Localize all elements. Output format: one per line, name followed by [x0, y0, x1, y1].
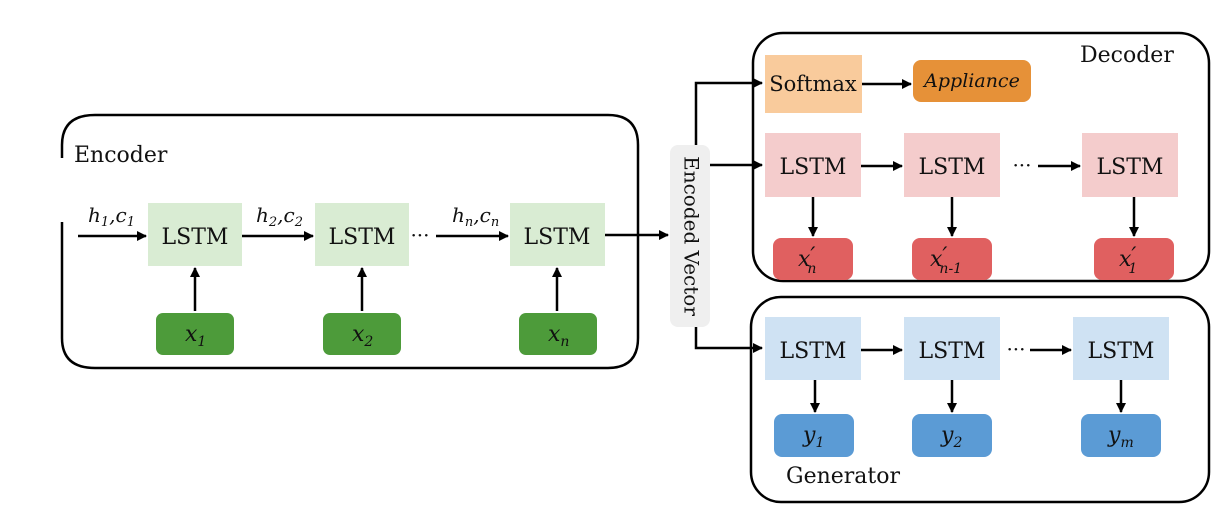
state-label-n: hn,cn	[452, 203, 499, 230]
decoder-ellipsis: ···	[1012, 153, 1031, 177]
generator-output-ym-label: ym	[1107, 423, 1134, 451]
decoder-group: Decoder Softmax Appliance LSTM LSTM LSTM…	[751, 31, 1211, 283]
encoder-container	[60, 113, 640, 370]
state-label-2: h2,c2	[256, 203, 303, 230]
input-x2-label: x2	[352, 322, 373, 350]
decoder-output-xn1	[912, 238, 992, 280]
appliance-label: Appliance	[922, 70, 1020, 92]
generator-output-y2	[912, 414, 992, 457]
encoder-lstm-3	[510, 203, 605, 266]
generator-output-y1-label: y1	[802, 423, 824, 451]
decoder-lstm-3-label: LSTM	[1097, 155, 1164, 180]
vector-to-generator-arrow	[694, 327, 763, 353]
decoder-container	[751, 31, 1211, 283]
generator-lstm-1-label: LSTM	[780, 339, 847, 364]
softmax-box	[765, 55, 862, 113]
input-x2	[323, 313, 401, 355]
decoder-lstm-2-label: LSTM	[919, 155, 986, 180]
decoder-lstm-1-label: LSTM	[780, 155, 847, 180]
encoder-title: Encoder	[74, 143, 168, 168]
generator-lstm-2	[904, 317, 1000, 380]
softmax-label: Softmax	[769, 72, 857, 96]
decoder-title: Decoder	[1080, 43, 1174, 68]
input-x1-label: x1	[185, 322, 206, 350]
input-xn-label: xn	[548, 322, 569, 350]
encoder-lstm-2	[315, 203, 409, 266]
decoder-output-x1-label: x′1	[1119, 244, 1137, 277]
vector-to-softmax-arrow	[694, 78, 763, 145]
generator-output-y1	[774, 414, 854, 457]
decoder-output-xn-label: x′n	[798, 244, 816, 277]
decoder-output-xn1-label: x′n-1	[930, 244, 962, 277]
generator-ellipsis: ···	[1006, 337, 1025, 361]
generator-lstm-2-label: LSTM	[919, 339, 986, 364]
generator-container	[749, 295, 1211, 504]
generator-title: Generator	[786, 464, 901, 489]
encoder-ellipsis: ···	[410, 223, 429, 247]
encoded-vector-label: Encoded Vector	[680, 156, 704, 316]
decoder-lstm-3	[1082, 133, 1178, 197]
state-label-1: h1,c1	[88, 203, 135, 230]
input-x1	[156, 313, 234, 355]
generator-group: Generator LSTM LSTM LSTM ··· y1 y2 ym	[749, 295, 1211, 504]
generator-output-ym	[1081, 414, 1161, 457]
decoder-output-xn	[773, 238, 853, 280]
decoder-lstm-2	[904, 133, 1000, 197]
encoder-lstm-1-label: LSTM	[162, 225, 229, 250]
encoded-vector-box	[670, 145, 710, 327]
generator-lstm-1	[765, 317, 861, 380]
decoder-output-x1	[1094, 238, 1174, 280]
appliance-box	[913, 60, 1031, 102]
input-xn	[519, 313, 597, 355]
encoder-lstm-2-label: LSTM	[329, 225, 396, 250]
generator-output-y2-label: y2	[940, 423, 962, 451]
encoder-lstm-1	[148, 203, 242, 266]
decoder-lstm-1	[765, 133, 861, 197]
encoder-lstm-3-label: LSTM	[524, 225, 591, 250]
encoder-group: Encoder LSTM LSTM LSTM ··· h1,c1 h2,c2 h…	[60, 113, 640, 370]
generator-lstm-3-label: LSTM	[1088, 339, 1155, 364]
generator-lstm-3	[1073, 317, 1169, 380]
